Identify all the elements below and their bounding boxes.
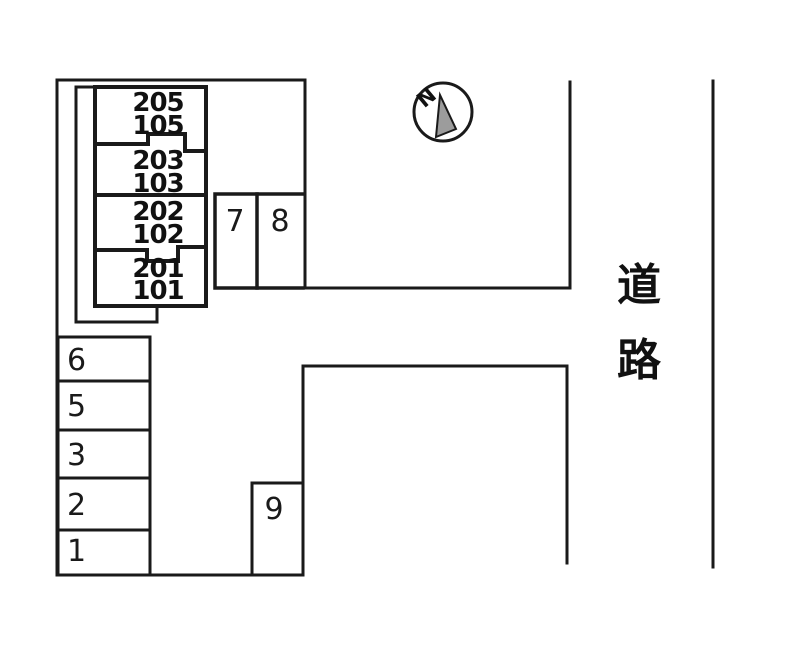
- stall-label-5: 5: [67, 389, 86, 424]
- road-label: 道 路: [617, 260, 662, 386]
- parking-stall-9: 9: [250, 481, 305, 577]
- compass-north-label: N: [412, 83, 441, 113]
- stall-7-8-box: [213, 192, 305, 290]
- compass-needle-icon: [434, 91, 458, 139]
- unit-label-101: 101: [132, 276, 183, 306]
- unit-label-205: 205: [132, 88, 183, 118]
- road-label-top-char: 道: [617, 260, 661, 311]
- left-column-box: [56, 335, 152, 577]
- unit-divider-202-201: [93, 245, 208, 263]
- compass-circle-icon: [412, 81, 474, 143]
- inner-boundary-line: [74, 85, 159, 324]
- unit-labels: 205 105 203 103 202 102 201 101: [132, 88, 184, 306]
- road-label-bottom-char: 路: [617, 335, 662, 386]
- property-boundary: [55, 78, 715, 577]
- unit-label-105: 105: [132, 111, 183, 141]
- property-boundary-line: [55, 78, 572, 577]
- stall-label-8: 8: [270, 204, 289, 239]
- unit-label-201: 201: [132, 254, 183, 284]
- unit-label-202: 202: [132, 197, 183, 227]
- unit-label-102: 102: [132, 220, 183, 250]
- compass: N: [412, 81, 474, 143]
- unit-label-203: 203: [132, 146, 183, 176]
- building: [93, 85, 208, 308]
- unit-label-103: 103: [132, 169, 183, 199]
- stall-label-2: 2: [67, 488, 86, 523]
- stall-label-6: 6: [67, 343, 86, 378]
- stall-label-9: 9: [264, 492, 283, 527]
- parking-stalls-left-column: 6 5 3 2 1: [56, 335, 152, 577]
- stall-9-box: [250, 481, 305, 577]
- stall-label-7: 7: [225, 204, 244, 239]
- stall-label-1: 1: [67, 534, 86, 569]
- building-outline: [93, 85, 208, 308]
- parking-stalls-7-8: 7 8: [213, 192, 305, 290]
- unit-divider-205-203: [93, 132, 208, 153]
- stall-label-3: 3: [67, 438, 86, 473]
